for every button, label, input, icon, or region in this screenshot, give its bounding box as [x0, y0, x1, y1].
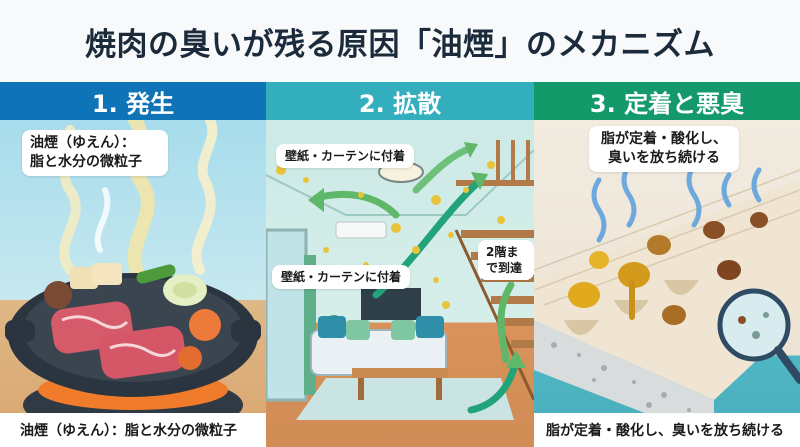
caption-right-text: 脂が定着・酸化し、臭いを放ち続ける	[546, 423, 784, 439]
callout-wall-curtain-bottom: 壁紙・カーテンに付着	[272, 265, 411, 290]
caption-left: 油煙（ゆえん）：脂と水分の微粒子	[0, 413, 266, 447]
callout-line-2: 脂と水分の微粒子	[30, 153, 142, 170]
callout-line-1: 油煙（ゆえん）：	[30, 135, 135, 151]
magnifier-icon	[717, 288, 800, 384]
panel-diffusion: 2. 拡散	[266, 82, 534, 447]
panel-generation: 1. 発生	[0, 82, 266, 447]
coffee-table	[352, 368, 448, 378]
panel-header-fixation: 3. 定着と悪臭	[534, 82, 800, 120]
panel-body-fixation: 脂が定着・酸化し、 臭いを放ち続ける	[534, 120, 800, 447]
panel-header-diffusion: 2. 拡散	[266, 82, 534, 120]
callout-line-1: 脂が定着・酸化し、	[601, 131, 727, 147]
wall-cross-section-illustration	[534, 162, 800, 440]
callout-oil-smoke: 油煙（ゆえん）： 脂と水分の微粒子	[22, 130, 168, 176]
callout-second-floor: 2階まで到達	[478, 240, 534, 281]
tv-icon	[361, 288, 421, 320]
title-bar: 焼肉の臭いが残る原因「油煙」のメカニズム	[0, 0, 800, 82]
callout-line-2: 臭いを放ち続ける	[608, 149, 720, 166]
panel-fixation: 3. 定着と悪臭	[534, 82, 800, 447]
arrow-heads	[308, 142, 526, 368]
sofa-icon	[310, 316, 447, 376]
page-title: 焼肉の臭いが残る原因「油煙」のメカニズム	[85, 26, 715, 63]
oil-particles-icon	[276, 161, 505, 309]
oil-drip-icon	[568, 212, 768, 325]
callout-fat-oxidizes: 脂が定着・酸化し、 臭いを放ち続ける	[589, 126, 739, 172]
concrete-pores	[551, 342, 691, 412]
callout-wall-curtain-top: 壁紙・カーテンに付着	[276, 144, 415, 169]
caption-left-text: 油煙（ゆえん）：脂と水分の微粒子	[20, 423, 237, 439]
meat-icon	[51, 301, 186, 379]
panel-body-diffusion: 壁紙・カーテンに付着 2階まで到達 壁紙・カーテンに付着	[266, 120, 534, 447]
panel-header-generation: 1. 発生	[0, 82, 266, 120]
panel-body-generation: 油煙（ゆえん）： 脂と水分の微粒子	[0, 120, 266, 447]
odor-waves-icon	[591, 162, 762, 243]
living-room-illustration	[266, 140, 534, 420]
caption-right: 脂が定着・酸化し、臭いを放ち続ける	[534, 413, 800, 447]
